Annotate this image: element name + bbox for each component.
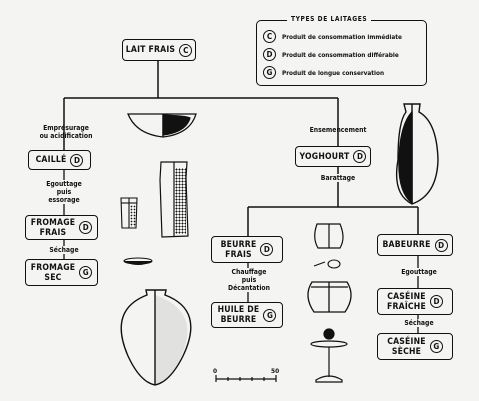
legend-item-g: G Produit de longue conservation xyxy=(263,66,384,79)
node-fromage-sec-line1: FROMAGE xyxy=(30,262,76,273)
node-yoghourt: YOGHOURT D xyxy=(295,146,371,167)
node-caseine-seche-line2: SÈCHE xyxy=(391,346,422,357)
process-egouttage-essorage: Egouttage puis essorage xyxy=(36,180,92,204)
node-fromage-frais-label: FROMAGE FRAIS xyxy=(31,218,76,238)
node-caseine-fraiche: CASÉINE FRAÎCHE D xyxy=(377,288,453,315)
process-chauffage-line2: puis xyxy=(241,276,257,284)
node-fromage-frais-line1: FROMAGE xyxy=(30,217,76,228)
node-huile-de-beurre-label: HUILE DE BEURRE xyxy=(218,305,260,325)
node-fromage-sec: FROMAGE SEC G xyxy=(25,259,98,286)
scale-start-label: 0 xyxy=(213,367,218,375)
round-pot-illustration xyxy=(307,281,352,313)
legend-title: TYPES DE LAITAGES xyxy=(287,15,372,23)
legend-text-g: Produit de longue conservation xyxy=(282,68,385,77)
node-caseine-fraiche-line1: CASÉINE xyxy=(387,291,426,302)
node-babeurre-code: D xyxy=(434,238,448,252)
process-egouttage-line2: puis xyxy=(56,188,72,196)
scale-bar xyxy=(215,375,277,382)
process-egouttage-line1: Egouttage xyxy=(46,180,82,188)
node-caseine-seche-code: G xyxy=(429,340,443,353)
node-babeurre: BABEURRE D xyxy=(377,234,453,256)
process-ensemencement: Ensemencement xyxy=(309,126,367,134)
scale-end-label: 50 xyxy=(271,367,280,375)
large-jar-illustration xyxy=(120,289,192,386)
legend-item-c: C Produit de consommation immédiate xyxy=(263,30,402,43)
node-caille: CAILLÉ D xyxy=(28,150,91,170)
legend-item-d: D Produit de consommation différable xyxy=(263,48,399,61)
incense-burner-illustration xyxy=(310,328,348,383)
node-yoghourt-code: D xyxy=(353,150,367,163)
ladle-illustration xyxy=(313,259,341,269)
node-fromage-sec-code: G xyxy=(79,266,93,279)
legend-code-g: G xyxy=(263,66,276,79)
process-sechage-left: Séchage xyxy=(38,246,90,254)
dish-illustration xyxy=(123,257,153,266)
process-empresurage: Emprésurage ou acidification xyxy=(26,124,106,140)
legend-text-d: Produit de consommation différable xyxy=(282,50,399,59)
node-fromage-frais-code: D xyxy=(79,221,93,234)
process-empresurage-line2: ou acidification xyxy=(39,132,93,140)
node-caseine-seche-label: CASÉINE SÈCHE xyxy=(387,337,426,357)
node-caille-code: D xyxy=(70,153,84,167)
node-yoghourt-label: YOGHOURT xyxy=(299,151,350,162)
node-huile-line1: HUILE DE xyxy=(217,305,260,315)
process-sechage-right: Séchage xyxy=(396,319,442,327)
node-beurre-frais: BEURRE FRAIS D xyxy=(211,236,283,263)
process-empresurage-line1: Emprésurage xyxy=(43,124,89,132)
node-caseine-seche: CASÉINE SÈCHE G xyxy=(377,333,453,360)
node-caseine-fraiche-line2: FRAÎCHE xyxy=(387,301,426,312)
legend-code-c: C xyxy=(263,30,276,43)
process-egouttage-right: Egouttage xyxy=(392,268,446,276)
process-chauffage-line1: Chauffage xyxy=(231,268,267,276)
node-lait-frais-label: LAIT FRAIS xyxy=(125,45,176,55)
node-huile-line2: BEURRE xyxy=(220,315,257,325)
node-huile-de-beurre-code: G xyxy=(263,308,277,322)
node-beurre-frais-line1: BEURRE xyxy=(220,239,257,250)
node-caseine-seche-line1: CASÉINE xyxy=(387,336,426,347)
node-fromage-sec-line2: SEC xyxy=(44,272,62,283)
node-beurre-frais-code: D xyxy=(260,243,274,256)
node-beurre-frais-line2: FRAIS xyxy=(225,249,252,260)
node-fromage-sec-label: FROMAGE SEC xyxy=(31,263,76,283)
tall-jar-illustration xyxy=(159,161,189,238)
small-pot-illustration xyxy=(314,223,344,249)
node-lait-frais: LAIT FRAIS C xyxy=(122,39,196,61)
process-chauffage-decantation: Chauffage puis Décantation xyxy=(222,268,276,292)
legend-text-c: Produit de consommation immédiate xyxy=(282,32,402,41)
node-huile-de-beurre: HUILE DE BEURRE G xyxy=(211,302,283,328)
legend-code-d: D xyxy=(263,48,276,61)
process-barattage: Barattage xyxy=(308,174,368,182)
bowl-illustration xyxy=(127,113,197,138)
amphora-illustration xyxy=(395,103,439,205)
process-egouttage-line3: essorage xyxy=(48,196,80,204)
small-cup-illustration xyxy=(120,197,138,229)
node-caille-label: CAILLÉ xyxy=(35,155,67,165)
node-caseine-fraiche-label: CASÉINE FRAÎCHE xyxy=(387,292,426,312)
legend-panel: TYPES DE LAITAGES C Produit de consommat… xyxy=(256,15,427,86)
node-fromage-frais-line2: FRAIS xyxy=(39,227,67,238)
cup-texture xyxy=(130,205,136,227)
node-caseine-fraiche-code: D xyxy=(429,295,443,308)
node-fromage-frais: FROMAGE FRAIS D xyxy=(25,215,98,240)
node-beurre-frais-label: BEURRE FRAIS xyxy=(221,240,257,260)
process-chauffage-line3: Décantation xyxy=(228,284,270,292)
jar-texture xyxy=(175,168,186,234)
node-babeurre-label: BABEURRE xyxy=(382,240,431,250)
node-lait-frais-code: C xyxy=(179,43,193,57)
